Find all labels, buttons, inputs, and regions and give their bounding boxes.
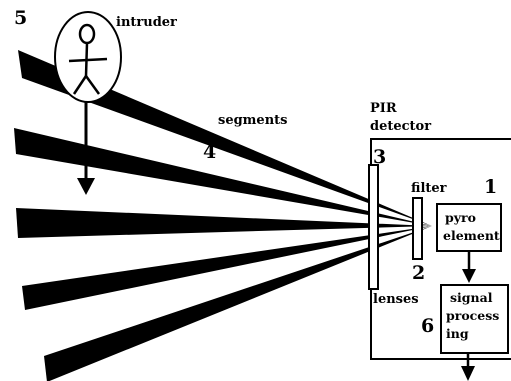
label-detector: detector (370, 119, 431, 134)
intruder-figure (54, 11, 122, 103)
intruder-movement-arrow (77, 102, 95, 195)
output-arrowhead-icon (461, 366, 475, 381)
label-number-filter: 2 (412, 262, 425, 284)
label-pir: PIR (370, 101, 397, 116)
label-number-lenses: 3 (373, 146, 386, 168)
pyro-element-box (436, 203, 502, 252)
intruder-left-leg (72, 75, 88, 95)
segment-beam-3 (16, 208, 432, 238)
label-number-pyro: 1 (484, 176, 497, 198)
lens-bar (368, 164, 379, 290)
pyro-label-line1: pyro (445, 210, 476, 225)
signal-label-line3: ing (446, 326, 469, 341)
label-number-signal-processing: 6 (421, 315, 434, 337)
segment-beam-5 (44, 226, 432, 381)
segment-beam-4 (22, 226, 432, 310)
pyro-to-signal-arrow (462, 251, 476, 283)
label-number-intruder: 5 (14, 7, 27, 29)
intruder-arms (68, 57, 108, 63)
label-intruder: intruder (116, 15, 177, 30)
segment-beam-2 (14, 128, 432, 226)
intruder-right-leg (84, 75, 101, 95)
label-filter: filter (411, 181, 447, 196)
signal-label-line1: signal (450, 290, 493, 305)
label-number-segments: 4 (203, 141, 216, 163)
signal-processing-box (440, 284, 509, 354)
output-arrow (461, 353, 475, 381)
filter-bar (412, 197, 423, 260)
detection-segments (14, 50, 432, 381)
signal-label-line2: process (446, 308, 499, 323)
intruder-ellipse (54, 11, 122, 103)
movement-arrowhead-icon (77, 178, 95, 195)
label-lenses: lenses (373, 292, 419, 307)
pyro-to-signal-arrowhead-icon (462, 269, 476, 283)
segment-beam-1 (18, 50, 432, 226)
pyro-label-line2: element (443, 228, 500, 243)
label-segments: segments (218, 113, 287, 128)
